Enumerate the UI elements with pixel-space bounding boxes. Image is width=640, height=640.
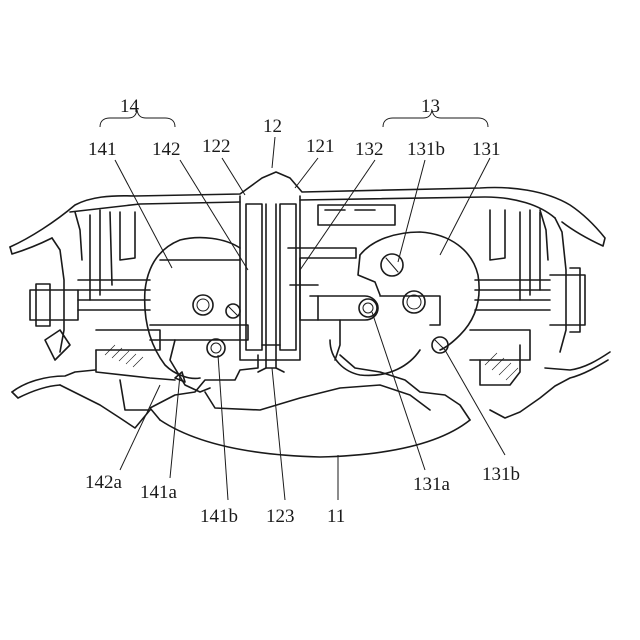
label-121: 121 [306,136,335,157]
leader-142a [120,385,160,470]
label-13: 13 [421,96,440,117]
label-141a: 141a [140,482,178,503]
center-plate-12 [240,196,300,372]
label-131b-bottom: 131b [482,464,520,485]
left-frame [30,210,175,410]
bottom-shell-11 [150,340,470,457]
leader-131 [440,158,490,255]
label-131a: 131a [413,474,451,495]
reference-labels: 14 13 12 141 142 122 121 132 131b 131 14… [85,96,520,527]
leader-142 [180,160,248,270]
label-123: 123 [266,506,295,527]
label-141b: 141b [200,506,238,527]
leader-12 [272,137,275,168]
label-132: 132 [355,139,384,160]
label-131: 131 [472,139,501,160]
leader-132 [300,160,375,270]
label-142: 142 [152,139,181,160]
label-14: 14 [120,96,140,117]
leader-121 [295,158,318,188]
leader-141b [218,355,228,500]
right-cam-131 [288,232,479,360]
label-131b-top: 131b [407,139,445,160]
label-11: 11 [327,506,345,527]
label-122: 122 [202,136,231,157]
leader-122 [222,158,245,195]
leader-141 [115,160,172,268]
label-12: 12 [263,116,282,137]
leader-131a [372,312,425,470]
label-142a: 142a [85,472,123,493]
label-141: 141 [88,139,117,160]
left-cam-141 [145,238,248,392]
leader-123 [272,368,285,500]
leader-131b-top [398,160,425,262]
